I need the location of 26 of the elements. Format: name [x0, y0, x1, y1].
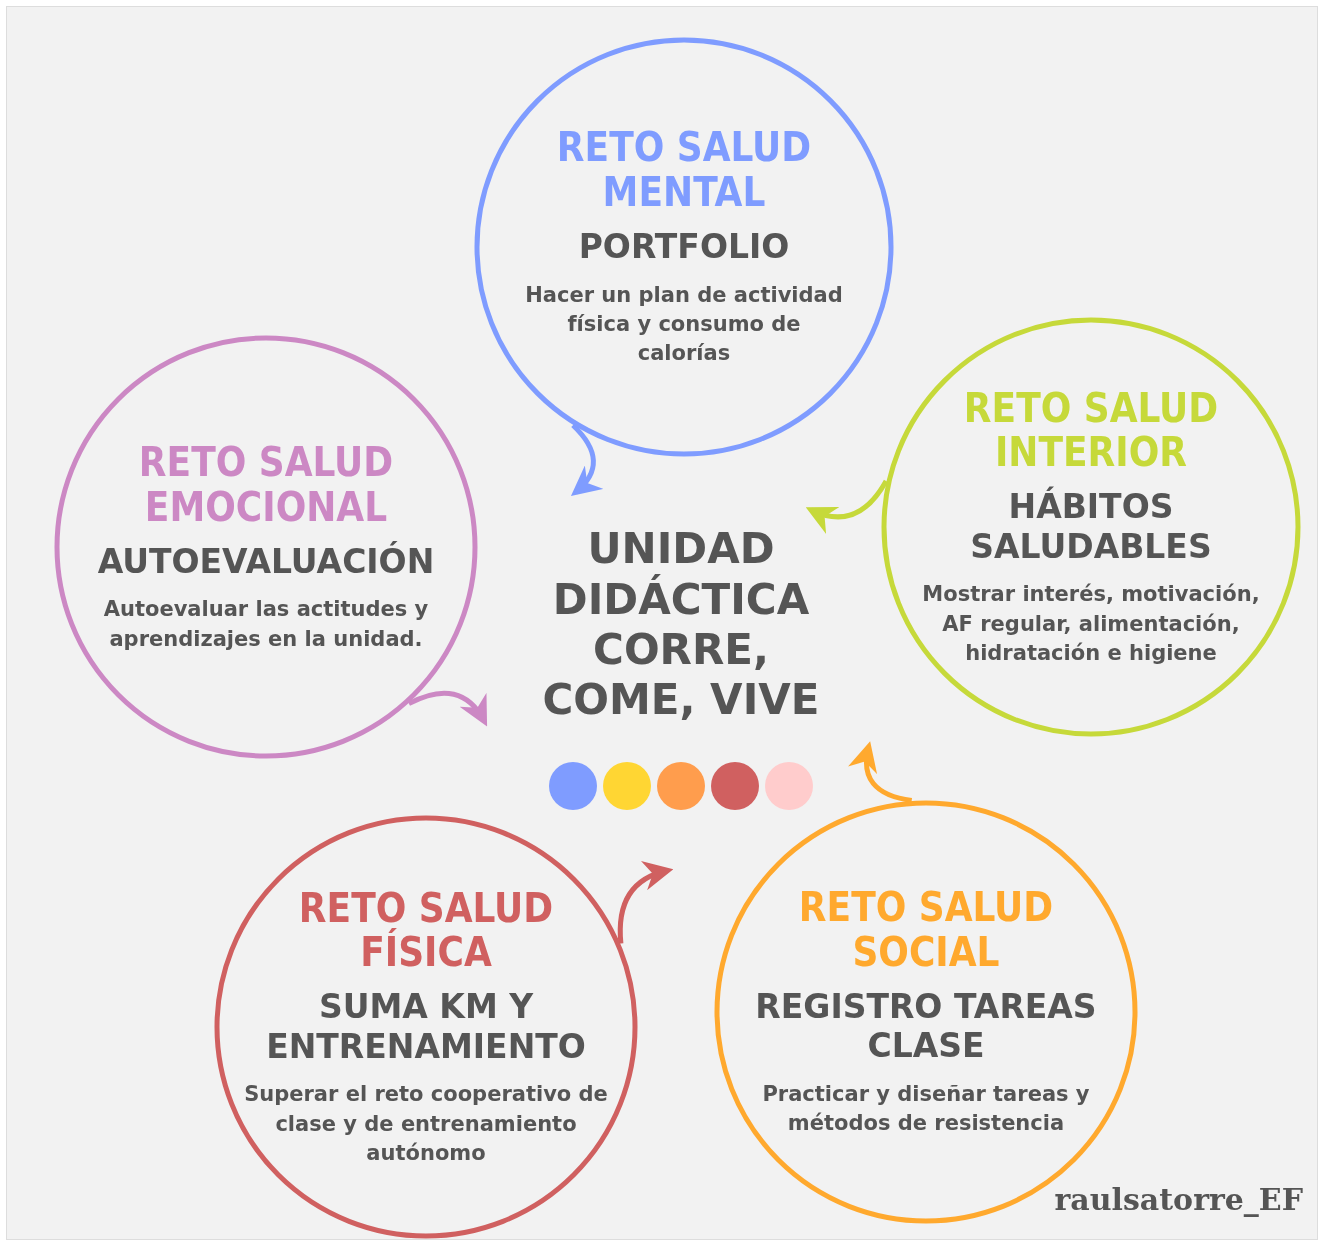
challenge-circle: [54, 335, 478, 759]
activity-description: Practicar y diseñar tareas y métodos de resistencia: [761, 1081, 1091, 1138]
curved-arrow: [849, 741, 913, 803]
activity-description: Hacer un plan de actividad física y consumo de calorías: [524, 281, 844, 368]
curved-arrow: [407, 690, 488, 727]
challenge-title: RETO SALUD FÍSICA: [297, 885, 555, 976]
challenge-circle: [474, 37, 894, 457]
author-signature: raulsatorre_EF: [1054, 1182, 1303, 1217]
curved-arrow: [805, 479, 889, 534]
activity-name: HÁBITOS SALUDABLES: [969, 487, 1213, 567]
challenge-circle: [214, 815, 638, 1239]
center-title: UNIDAD DIDÁCTICA CORRE, COME, VIVE: [541, 524, 821, 726]
challenge-title: RETO SALUD MENTAL: [555, 125, 813, 215]
activity-description: Autoevaluar las actitudes y aprendizajes en la unidad.: [102, 596, 430, 653]
challenge-title: RETO SALUD SOCIAL: [797, 885, 1055, 975]
activity-name: REGISTRO TAREAS CLASE: [754, 986, 1098, 1066]
activity-description: Superar el reto cooperativo de clase y de entrenamiento autónomo: [244, 1081, 608, 1168]
challenge-title: RETO SALUD EMOCIONAL: [137, 440, 395, 530]
activity-name: PORTFOLIO: [578, 226, 790, 267]
activity-name: AUTOEVALUACIÓN: [97, 541, 435, 582]
curved-arrow: [617, 862, 674, 944]
activity-name: SUMA KM Y ENTRENAMIENTO: [265, 987, 587, 1067]
activity-description: Mostrar interés, motivación, AF regular, alimentación, hidratación e higiene: [921, 581, 1261, 668]
challenge-title: RETO SALUD INTERIOR: [962, 385, 1220, 476]
curved-arrow: [571, 423, 604, 497]
challenge-circle: [881, 317, 1301, 737]
